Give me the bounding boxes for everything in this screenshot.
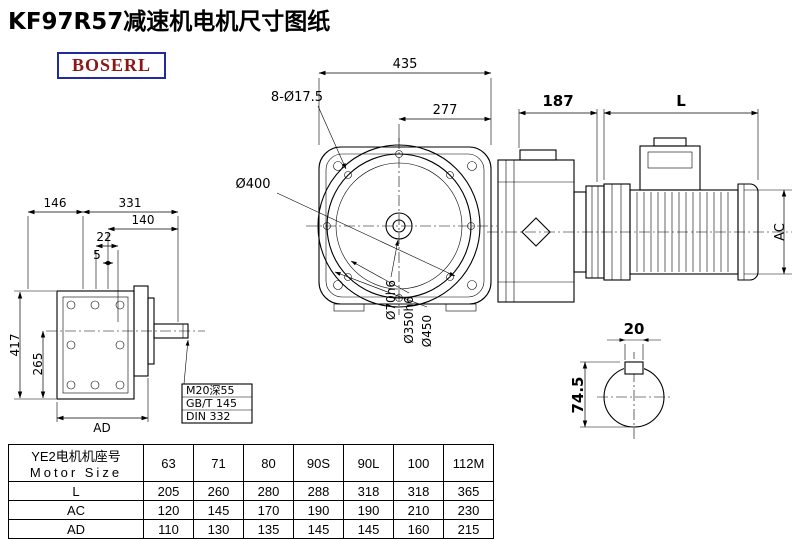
cell-AD-1: 130 xyxy=(193,519,244,539)
col-header-71: 71 xyxy=(193,444,244,482)
table-row-AC: AC 120 145 170 190 190 210 230 xyxy=(8,500,494,520)
cover-bolts xyxy=(66,300,125,390)
cell-AC-6: 230 xyxy=(443,500,494,520)
tap-note: M20深55 GB/T 145 DIN 332 xyxy=(181,339,253,424)
dim-22: 22 xyxy=(96,230,111,244)
gearbox-body xyxy=(56,290,135,400)
cell-AD-5: 160 xyxy=(393,519,444,539)
cell-AC-4: 190 xyxy=(343,500,394,520)
tap-note-line2: GB/T 145 xyxy=(186,397,237,410)
motor-size-table: YE2电机机座号 Motor Size 63 71 80 90S 90L 100… xyxy=(8,444,494,539)
dim-5: 5 xyxy=(93,248,101,262)
dim-277: 277 xyxy=(433,103,458,118)
flange-od-circle xyxy=(317,144,481,308)
dim-shaft-diameter: Ø70h6 xyxy=(384,280,398,320)
cell-L-3: 288 xyxy=(293,481,344,501)
page-title: KF97R57减速机电机尺寸图纸 xyxy=(8,9,331,35)
dim-AC: AC xyxy=(773,223,788,241)
housing-outline xyxy=(318,146,492,305)
fan-cowl xyxy=(737,183,759,281)
front-view xyxy=(306,138,497,315)
input-shaft-diamond xyxy=(521,217,551,247)
gearbox-profile xyxy=(497,149,575,303)
shaft-circle xyxy=(385,212,413,240)
cell-AC-5: 210 xyxy=(393,500,444,520)
dim-140: 140 xyxy=(132,213,155,227)
table-header-cn: YE2电机机座号 xyxy=(31,449,121,464)
row-label-AC: AC xyxy=(8,500,144,520)
tap-note-line1: M20深55 xyxy=(186,384,235,397)
flange-diameter-labels: Ø70h6 Ø350h6 Ø450 xyxy=(334,239,434,347)
cell-L-6: 365 xyxy=(443,481,494,501)
dim-331: 331 xyxy=(119,196,142,210)
front-dimensions: 435 277 8-Ø17.5 Ø400 xyxy=(235,57,492,277)
left-dimensions: 146 331 140 22 5 417 265 AD xyxy=(8,196,179,435)
tap-note-line3: DIN 332 xyxy=(186,410,230,423)
cell-L-1: 260 xyxy=(193,481,244,501)
motor-fins xyxy=(636,192,729,272)
shaft-section: 20 74.5 xyxy=(569,320,672,441)
dim-L: L xyxy=(676,92,686,110)
col-header-63: 63 xyxy=(143,444,194,482)
cell-AC-1: 145 xyxy=(193,500,244,520)
cell-AD-6: 215 xyxy=(443,519,494,539)
dim-187: 187 xyxy=(542,92,573,110)
key-section xyxy=(624,361,644,375)
cell-L-2: 280 xyxy=(243,481,294,501)
row-label-L: L xyxy=(8,481,144,501)
cell-L-5: 318 xyxy=(393,481,444,501)
side-view xyxy=(487,137,792,303)
col-header-90L: 90L xyxy=(343,444,394,482)
dim-74-5: 74.5 xyxy=(569,376,587,413)
col-header-90S: 90S xyxy=(293,444,344,482)
col-header-100: 100 xyxy=(393,444,444,482)
left-view xyxy=(46,285,205,400)
dim-flange-diameter: Ø450 xyxy=(420,315,434,347)
spigot-circle xyxy=(335,162,463,290)
cell-AC-2: 170 xyxy=(243,500,294,520)
row-label-AD: AD xyxy=(8,519,144,539)
dim-265: 265 xyxy=(31,353,45,376)
cell-AC-3: 190 xyxy=(293,500,344,520)
bolt-circle xyxy=(326,153,472,299)
side-dimensions: 187 L AC xyxy=(518,92,792,275)
cell-L-0: 205 xyxy=(143,481,194,501)
table-header-en: Motor Size xyxy=(29,465,123,480)
cell-AC-0: 120 xyxy=(143,500,194,520)
cell-AD-2: 135 xyxy=(243,519,294,539)
dim-bolt-holes: 8-Ø17.5 xyxy=(271,90,323,105)
dim-20: 20 xyxy=(624,320,645,338)
table-header-row: YE2电机机座号 Motor Size 63 71 80 90S 90L 100… xyxy=(8,444,494,482)
dim-spigot-diameter: Ø350h6 xyxy=(402,296,416,344)
dim-AD: AD xyxy=(93,421,110,435)
dim-146: 146 xyxy=(44,196,67,210)
brand-logo: BOSERL xyxy=(57,52,167,79)
dim-bolt-circle: Ø400 xyxy=(235,177,270,192)
cell-L-4: 318 xyxy=(343,481,394,501)
center-hole-circle xyxy=(392,219,406,233)
col-header-112M: 112M xyxy=(443,444,494,482)
dim-435: 435 xyxy=(393,57,418,72)
table-header-label: YE2电机机座号 Motor Size xyxy=(8,444,144,482)
technical-drawing: 435 277 8-Ø17.5 Ø400 Ø70h6 Ø350h6 Ø450 xyxy=(8,57,792,441)
housing-feet xyxy=(333,303,477,312)
cell-AD-3: 145 xyxy=(293,519,344,539)
dim-417: 417 xyxy=(8,334,22,357)
motor xyxy=(603,137,759,281)
bolt-holes xyxy=(323,150,475,302)
cell-AD-4: 145 xyxy=(343,519,394,539)
cell-AD-0: 110 xyxy=(143,519,194,539)
table-row-AD: AD 110 130 135 145 145 160 215 xyxy=(8,519,494,539)
table-row-L: L 205 260 280 288 318 318 365 xyxy=(8,481,494,501)
col-header-80: 80 xyxy=(243,444,294,482)
terminal-box-cap xyxy=(653,137,687,147)
